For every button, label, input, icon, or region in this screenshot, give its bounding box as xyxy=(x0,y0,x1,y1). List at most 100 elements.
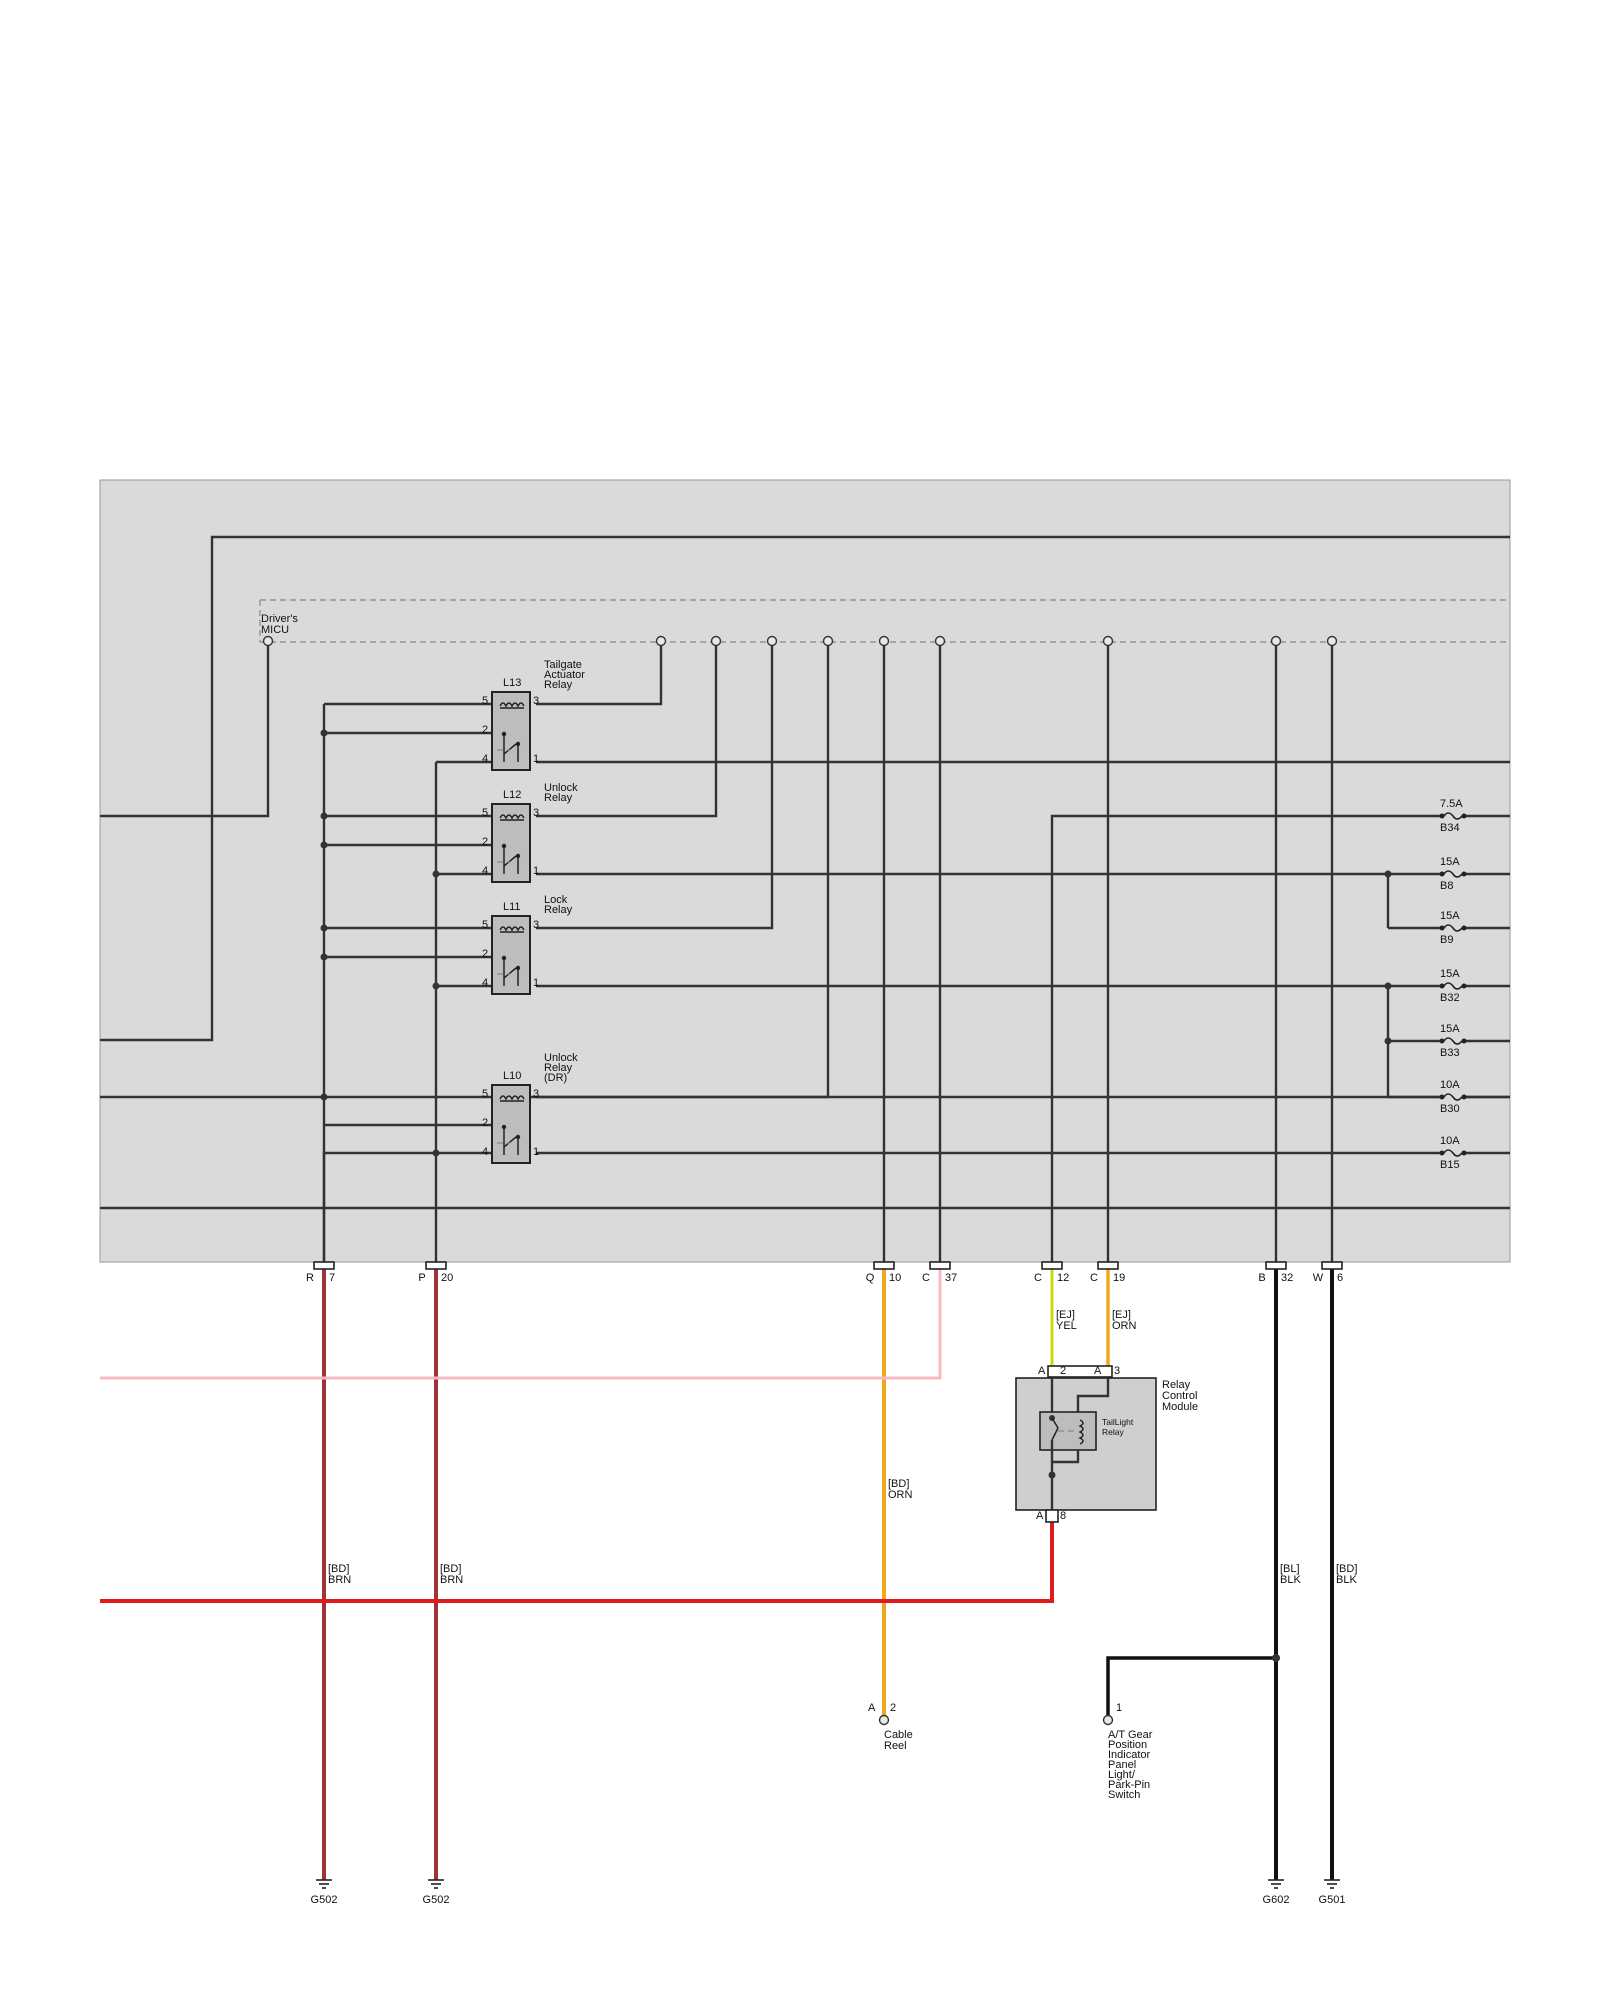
fuse-rating: 10A xyxy=(1440,1135,1460,1147)
fuse-id: B33 xyxy=(1440,1047,1460,1059)
connector-pin: 32 xyxy=(1281,1272,1293,1284)
relay-pin-5: 5 xyxy=(482,807,488,819)
fuse-element xyxy=(1443,924,1463,932)
relay-pin-1: 1 xyxy=(533,753,539,765)
ground-g502: G502 xyxy=(423,1879,450,1906)
relay-pin-2: 2 xyxy=(482,836,488,848)
ground-label: G502 xyxy=(423,1894,450,1906)
relay-pin-5: 5 xyxy=(482,919,488,931)
connector-letter: W xyxy=(1313,1272,1324,1284)
relay-pin-3: 3 xyxy=(533,919,539,931)
connector-q10: Q 10 xyxy=(866,1261,901,1284)
connector-tab xyxy=(873,1261,895,1270)
connector-pin: 10 xyxy=(889,1272,901,1284)
relay-pin-2: 2 xyxy=(482,948,488,960)
fuse-rating: 10A xyxy=(1440,1079,1460,1091)
fuse-element xyxy=(1443,982,1463,990)
ground-g502: G502 xyxy=(311,1879,338,1906)
wire-label: [BD]ORN xyxy=(888,1478,913,1501)
connector-pin: 37 xyxy=(945,1272,957,1284)
relay-pin-2: 2 xyxy=(482,724,488,736)
connector-tab xyxy=(1041,1261,1063,1270)
relay-control-module xyxy=(1015,1365,1157,1523)
relay-pin-4: 4 xyxy=(482,977,488,989)
fuse-rating: 15A xyxy=(1440,1023,1460,1035)
connector-c12: C 12 xyxy=(1034,1261,1069,1284)
relay-pin-2: 2 xyxy=(482,1117,488,1129)
ground-g501: G501 xyxy=(1319,1879,1345,1906)
relay-id: L10 xyxy=(503,1070,521,1082)
relay-id: L11 xyxy=(503,901,521,913)
connector-letter: C xyxy=(1090,1272,1098,1284)
fuse-element xyxy=(1443,812,1463,820)
connector-letter: B xyxy=(1258,1272,1265,1284)
connector-tab xyxy=(313,1261,335,1270)
fuse-b30: 10A B30 xyxy=(1439,1079,1467,1115)
rcm-pin-a2-letter: A xyxy=(1038,1365,1046,1377)
fuse-element xyxy=(1443,870,1463,878)
relay-pin-3: 3 xyxy=(533,1088,539,1100)
connector-pin: 7 xyxy=(329,1272,335,1284)
at-gear-switch xyxy=(1102,1714,1114,1726)
cable-reel xyxy=(878,1714,890,1726)
connector-tab xyxy=(425,1261,447,1270)
connector-tab xyxy=(1265,1261,1287,1270)
connector-letter: Q xyxy=(866,1272,875,1284)
wire-label: [BL]BLK xyxy=(1280,1563,1301,1586)
switch-pin-num: 1 xyxy=(1116,1702,1122,1714)
wire-labels: [BD]BRN[BD]BRN[BD]ORN[EJ]YEL[EJ]ORN[BL]B… xyxy=(328,1309,1357,1586)
micu-pins xyxy=(262,635,1338,647)
relay-pin-1: 1 xyxy=(533,977,539,989)
relay-pin-5: 5 xyxy=(482,1088,488,1100)
cable-reel-pin-letter: A xyxy=(868,1702,876,1714)
relay-pin-3: 3 xyxy=(533,807,539,819)
ground-g602: G602 xyxy=(1263,1879,1289,1906)
connector-tab xyxy=(1097,1261,1119,1270)
connector-letter: C xyxy=(1034,1272,1042,1284)
fuse-element xyxy=(1443,1037,1463,1045)
relay-pin-1: 1 xyxy=(533,1146,539,1158)
fuse-element xyxy=(1443,1149,1463,1157)
relay-pin-1: 1 xyxy=(533,865,539,877)
ground-label: G502 xyxy=(311,1894,338,1906)
rcm-pin-a8-letter: A xyxy=(1036,1510,1044,1522)
relay-pin-3: 3 xyxy=(533,695,539,707)
rcm-pin-a3-letter: A xyxy=(1094,1365,1102,1377)
cable-reel-pin-num: 2 xyxy=(890,1702,896,1714)
wire-label: [BD]BRN xyxy=(440,1563,463,1586)
fuse-b8: 15A B8 xyxy=(1439,856,1467,892)
rcm-pin-a3-num: 3 xyxy=(1114,1365,1120,1377)
fuse-rating: 15A xyxy=(1440,910,1460,922)
fuse-id: B8 xyxy=(1440,880,1453,892)
wire-pnk-c37 xyxy=(100,1268,942,1380)
connector-tab xyxy=(1321,1261,1343,1270)
relay-pin-4: 4 xyxy=(482,865,488,877)
wire-label: [BD]BRN xyxy=(328,1563,351,1586)
fuse-rating: 15A xyxy=(1440,856,1460,868)
ground-group: G502 G502 G602 G501 xyxy=(311,1879,1345,1906)
fuse-group: 7.5AB3415AB815AB915AB3215AB3310AB3010AB1… xyxy=(1439,798,1467,1171)
fuse-id: B30 xyxy=(1440,1103,1460,1115)
connector-pin: 20 xyxy=(441,1272,453,1284)
connector-pin: 12 xyxy=(1057,1272,1069,1284)
fuse-element xyxy=(1443,1093,1463,1101)
relay-id: L13 xyxy=(503,677,521,689)
connector-tab xyxy=(929,1261,951,1270)
